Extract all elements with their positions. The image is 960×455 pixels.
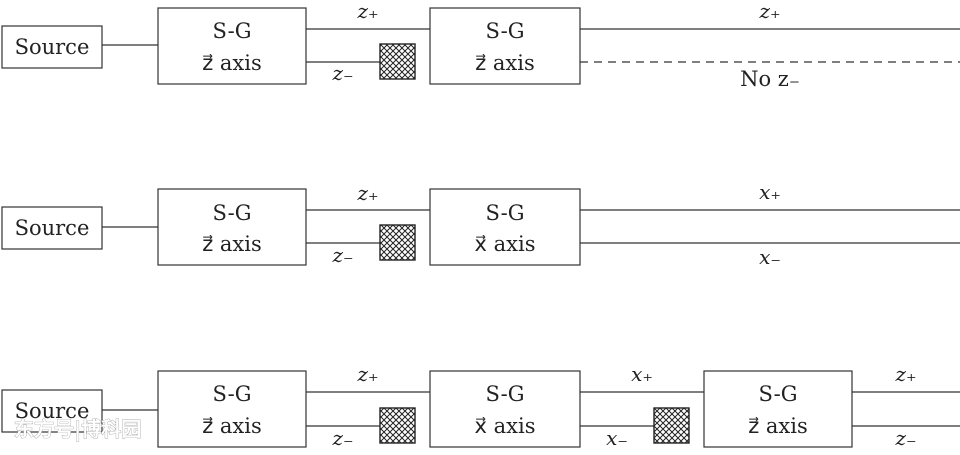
source-label: Source [15,399,90,423]
sg-axis-label: z⃗ axis [202,51,262,75]
beam-label-x-plus: x₊ [631,362,653,386]
row-2: Source S-G z⃗ axis z₊ z₋ S-G x⃗ axis x₊ … [1,180,960,269]
beam-label-z-plus: z₊ [356,181,378,205]
sg-box-z [157,7,307,85]
row-1: Source S-G z⃗ axis z₊ z₋ S-G z⃗ axis z₊ … [1,0,960,91]
beam-blocker [653,407,690,444]
source-box [1,389,103,433]
beam-label-x-minus: x₋ [759,245,781,269]
sg-box-x [429,370,581,448]
sg-title: S-G [212,382,251,406]
beam-label-z-plus: z₊ [894,362,916,386]
sg-title: S-G [485,201,524,225]
beam-label-z-plus: z₊ [758,0,780,23]
sg-box-z [157,188,307,266]
beam-label-x-plus: x₊ [759,180,781,204]
beam-label-x-minus: x₋ [606,426,628,450]
sg-box-z [157,370,307,448]
sg-title: S-G [485,382,524,406]
sg-title: S-G [485,19,524,43]
beam-label-z-plus: z₊ [356,0,378,23]
sg-axis-label: z⃗ axis [475,51,535,75]
beam-label-no-z-minus: No z₋ [740,67,800,91]
sg-axis-label: z⃗ axis [202,232,262,256]
beam-label-z-minus: z₋ [331,243,353,267]
sg-box-z [703,370,853,448]
sg-axis-label: z⃗ axis [748,414,808,438]
sg-box-z [429,7,581,85]
source-box [1,25,103,69]
sg-title: S-G [758,382,797,406]
beam-label-z-minus: z₋ [894,426,916,450]
row-3: Source S-G z⃗ axis z₊ z₋ S-G x⃗ axis x₊ … [1,362,960,450]
beam-blocker [379,407,416,444]
watermark-text: 东方号|博科园 [14,417,141,441]
beam-label-z-minus: z₋ [331,426,353,450]
beam-blocker [379,224,416,261]
beam-label-z-plus: z₊ [356,362,378,386]
sg-title: S-G [212,201,251,225]
beam-label-z-minus: z₋ [331,61,353,85]
sg-title: S-G [212,19,251,43]
source-box [1,206,103,250]
source-label: Source [15,35,90,59]
sg-axis-label: x⃗ axis [475,414,536,438]
sg-axis-label: z⃗ axis [202,414,262,438]
source-label: Source [15,216,90,240]
sg-box-x [429,188,581,266]
sg-axis-label: x⃗ axis [475,232,536,256]
beam-blocker [379,43,416,80]
